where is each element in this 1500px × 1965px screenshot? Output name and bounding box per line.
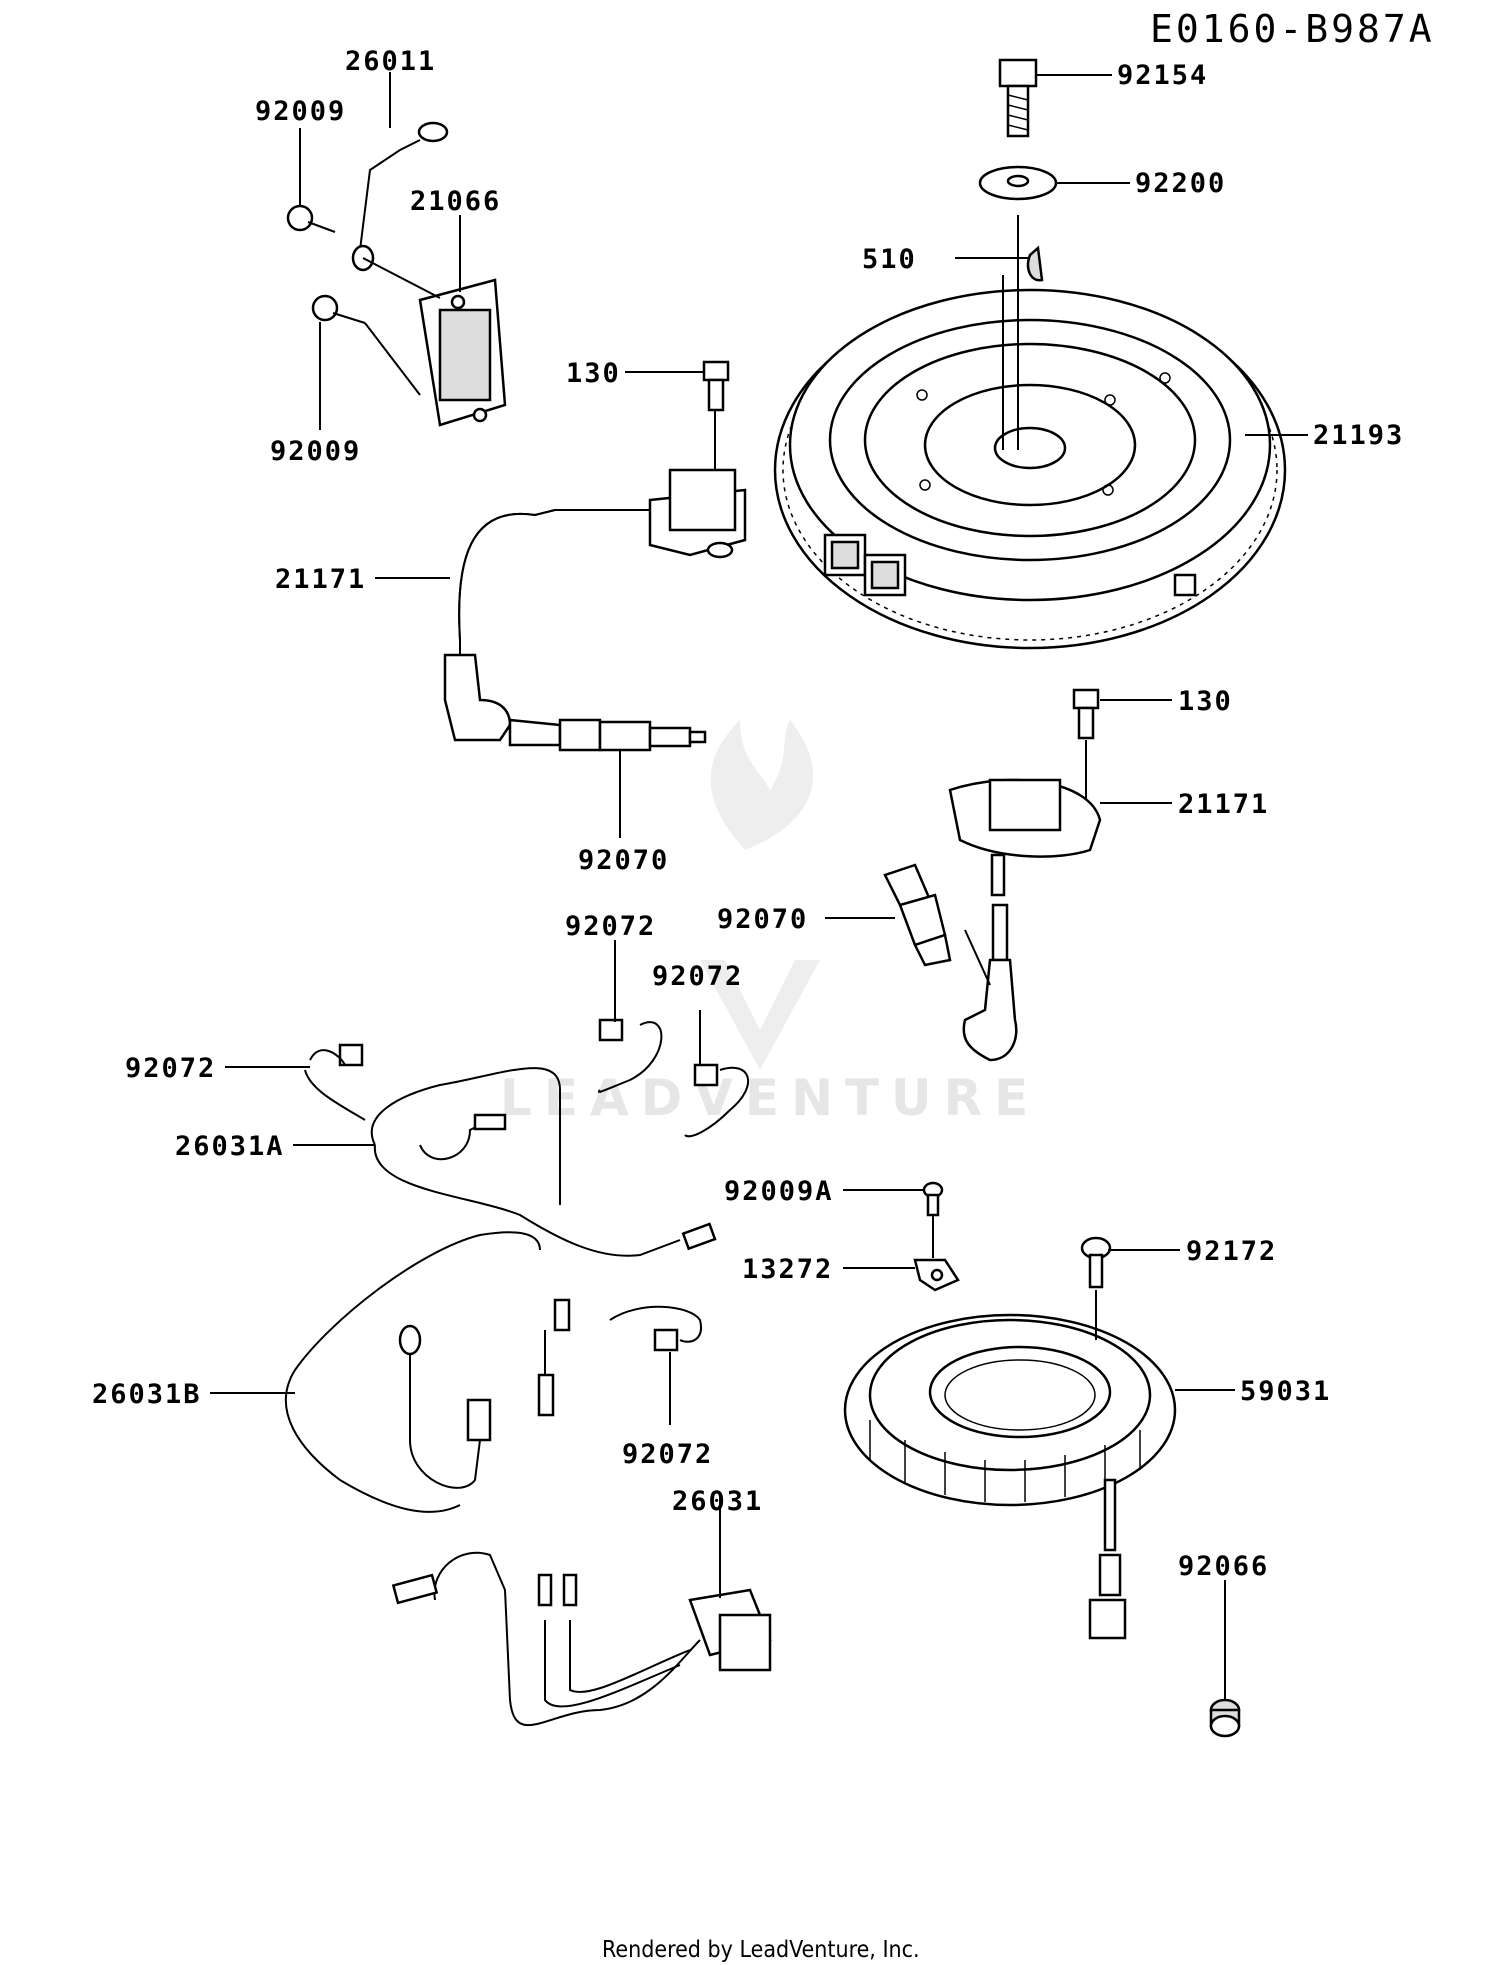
ignition-coil-lower — [883, 778, 1102, 1062]
callout-labels: 92154 92200 510 21193 130 21171 92070 13… — [92, 46, 1404, 1582]
harness-26031 — [391, 1551, 772, 1727]
label-26031: 26031 — [672, 1486, 763, 1517]
screw-92009-bottom — [311, 294, 421, 396]
watermark: LEADVENTURE — [500, 720, 1040, 1127]
label-21171-lower: 21171 — [1178, 789, 1269, 820]
screw-92009-top — [286, 204, 336, 233]
footer-credit: Rendered by LeadVenture, Inc. — [602, 1937, 920, 1963]
label-26011: 26011 — [345, 46, 436, 77]
label-21193: 21193 — [1313, 420, 1404, 451]
label-26031A: 26031A — [175, 1131, 285, 1162]
harness-26031A — [370, 1067, 717, 1332]
clamp-92072-c — [684, 1063, 750, 1138]
bolt-130-lower — [1072, 688, 1100, 740]
label-92009-bottom: 92009 — [270, 436, 361, 467]
label-92072-d: 92072 — [622, 1439, 713, 1470]
flywheel-part — [773, 288, 1287, 650]
label-130-lower: 130 — [1178, 686, 1233, 717]
label-92070-upper: 92070 — [578, 845, 669, 876]
label-92072-c: 92072 — [125, 1053, 216, 1084]
label-21066: 21066 — [410, 186, 501, 217]
screw-92009A — [922, 1181, 944, 1217]
stator-59031 — [843, 1313, 1177, 1640]
watermark-text: LEADVENTURE — [500, 1069, 1040, 1127]
harness-26031B — [284, 1231, 555, 1513]
label-92072-a: 92072 — [565, 911, 656, 942]
label-21171-upper: 21171 — [275, 564, 366, 595]
clamp-92072-d — [609, 1305, 702, 1352]
nut-92066 — [1209, 1698, 1241, 1738]
label-92070-lower: 92070 — [717, 904, 808, 935]
leader-lines — [210, 72, 1308, 1700]
bolt-92154 — [998, 58, 1038, 138]
rectifier-21066 — [418, 278, 507, 427]
bolt-92172 — [1080, 1236, 1112, 1289]
clamp-92072-a — [304, 1043, 366, 1121]
key-510 — [1026, 245, 1044, 282]
label-26031B: 26031B — [92, 1379, 202, 1410]
label-92172: 92172 — [1186, 1236, 1277, 1267]
diagram-code: E0160-B987A — [1150, 7, 1435, 51]
label-92009A: 92009A — [724, 1176, 834, 1207]
ignition-coil-upper — [443, 468, 747, 752]
label-510: 510 — [862, 244, 917, 275]
label-92200: 92200 — [1135, 168, 1226, 199]
label-92066: 92066 — [1178, 1551, 1269, 1582]
clamp-92072-b — [597, 1018, 663, 1093]
label-130-upper: 130 — [566, 358, 621, 389]
plate-13272 — [913, 1258, 960, 1292]
label-92009-top: 92009 — [255, 96, 346, 127]
bolt-130-upper — [702, 360, 730, 412]
ground-wire-26011 — [351, 121, 449, 299]
label-59031: 59031 — [1240, 1376, 1331, 1407]
label-92154: 92154 — [1117, 60, 1208, 91]
washer-92200 — [978, 165, 1058, 201]
label-92072-b: 92072 — [652, 961, 743, 992]
label-13272: 13272 — [742, 1254, 833, 1285]
